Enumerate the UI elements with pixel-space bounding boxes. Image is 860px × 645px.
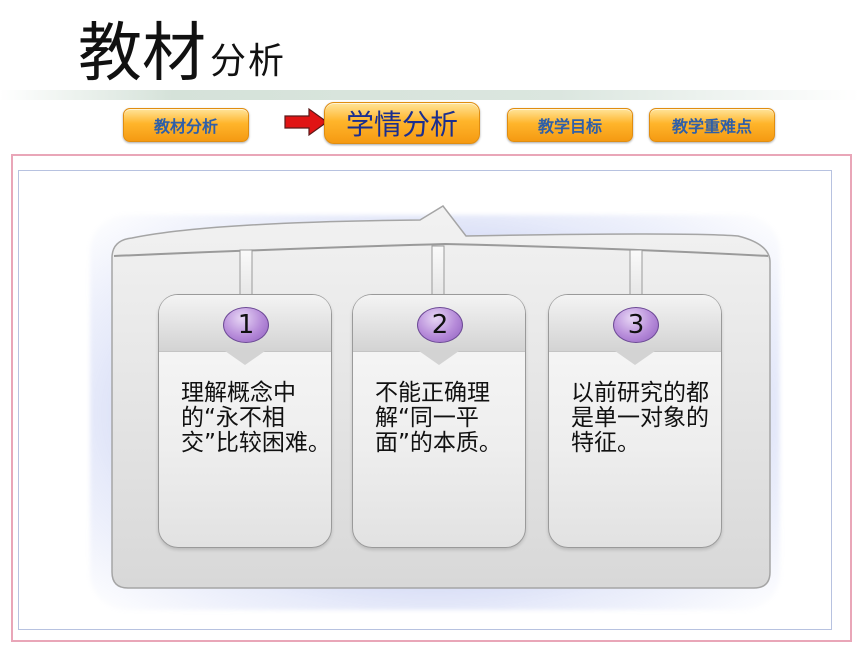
connector-2	[431, 245, 445, 297]
tab-xueqing-fenxi[interactable]: 学情分析	[324, 102, 480, 144]
tab-jiaoxue-mubiao[interactable]: 教学目标	[507, 108, 633, 142]
right-arrow-icon	[284, 107, 329, 137]
number-badge: 3	[613, 307, 659, 343]
card-3: 3 以前研究的都是单一对象的特征。	[548, 294, 722, 548]
tab-jiaocai-fenxi[interactable]: 教材分析	[123, 108, 249, 142]
bracket-band	[113, 242, 769, 257]
connector-3	[629, 249, 643, 297]
card-1: 1 理解概念中的“永不相交”比较困难。	[158, 294, 332, 548]
card-pointer	[225, 351, 265, 365]
title-main: 教材	[78, 17, 206, 91]
tab-jiaoxue-zhongnandian[interactable]: 教学重难点	[649, 108, 775, 142]
card-text: 以前研究的都是单一对象的特征。	[571, 380, 709, 456]
card-pointer	[419, 351, 459, 365]
title-underline	[0, 90, 860, 100]
number-badge: 1	[223, 307, 269, 343]
card-text: 不能正确理解“同一平面”的本质。	[375, 380, 502, 456]
number-badge: 2	[417, 307, 463, 343]
connector-1	[239, 249, 253, 297]
page-title: 教材 分析	[78, 10, 286, 90]
card-pointer	[615, 351, 655, 365]
title-sub: 分析	[210, 41, 287, 82]
card-text: 理解概念中的“永不相交”比较困难。	[181, 380, 331, 456]
card-2: 2 不能正确理解“同一平面”的本质。	[352, 294, 526, 548]
